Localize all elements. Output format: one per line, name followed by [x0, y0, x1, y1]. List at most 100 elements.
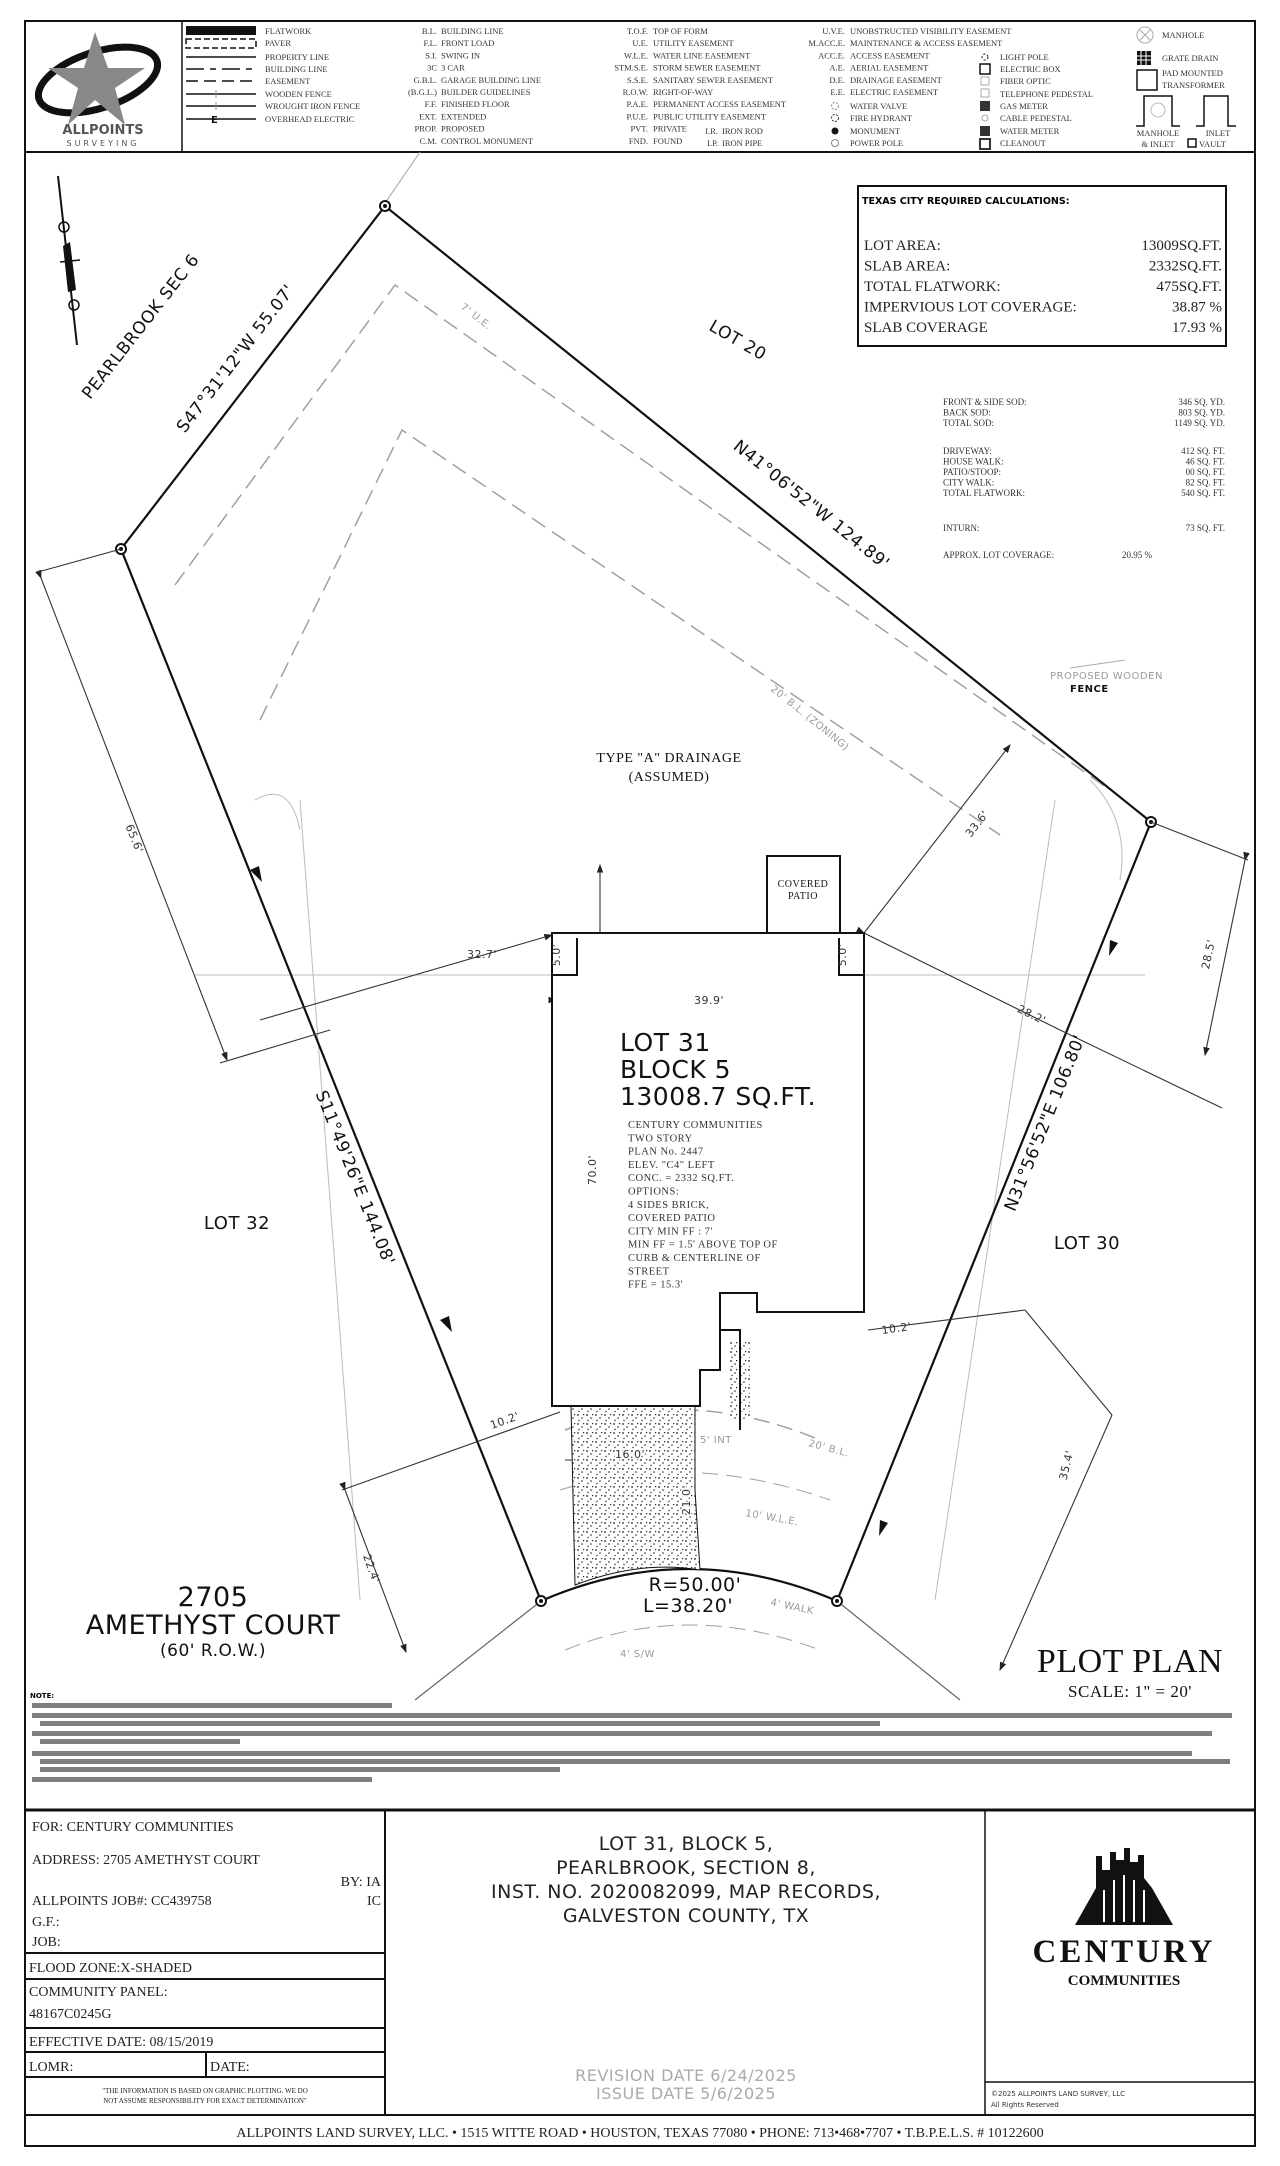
dim-label: 65.6': [123, 822, 146, 855]
qty-label: DRIVEWAY:: [943, 446, 992, 456]
bearing-nw: S47°31'12"W 55.07': [173, 281, 299, 437]
house-footprint: [551, 855, 865, 1430]
legend-label: FLATWORK: [265, 26, 312, 36]
legend-symbols-a: WATER VALVE FIRE HYDRANT MONUMENT POWER …: [831, 101, 913, 148]
legend-abbr: W.L.E.: [624, 50, 648, 60]
legend-abbr: PROP.: [415, 124, 437, 134]
legend-abbr-text: STORM SEWER EASEMENT: [653, 63, 761, 73]
patio-label: COVERED: [778, 879, 829, 890]
calc-value: 38.87 %: [1172, 300, 1222, 316]
svg-text:& INLET: & INLET: [1141, 139, 1175, 149]
community-panel-label: COMMUNITY PANEL:: [29, 1985, 168, 2000]
lot-area-label: 13008.7 SQ.FT.: [620, 1082, 816, 1111]
svg-text:PEARLBROOK, SECTION 8,: PEARLBROOK, SECTION 8,: [556, 1857, 816, 1879]
fire-hydrant-icon: [831, 114, 839, 122]
qty-label: FRONT & SIDE SOD:: [943, 397, 1027, 407]
svg-text:E: E: [211, 115, 218, 126]
qty-label: HOUSE WALK:: [943, 457, 1004, 467]
lomr-date-field: DATE:: [210, 2060, 250, 2075]
legend-abbr: S.S.E.: [627, 75, 648, 85]
checked-by-field: IC: [367, 1894, 381, 1909]
monument-icon: [831, 127, 839, 135]
qty-label: TOTAL SOD:: [943, 418, 994, 428]
legend-abbreviations-c: U.V.E.UNOBSTRUCTED VISIBILITY EASEMENTM.…: [808, 26, 1012, 97]
dim-label: 32.7': [467, 948, 497, 961]
calc-label: TOTAL FLATWORK:: [864, 279, 1001, 295]
svg-text:GRATE DRAIN: GRATE DRAIN: [1162, 53, 1218, 63]
cleanout-icon: [979, 138, 991, 150]
house-note: CITY MIN FF : 7': [628, 1226, 713, 1237]
sidewalk-label: 4' S/W: [620, 1649, 655, 1660]
legend-abbr: M.ACC.E.: [808, 38, 845, 48]
dim-label: 5.0': [550, 944, 563, 967]
century-communities-logo: CENTURY COMMUNITIES: [1032, 1848, 1213, 1989]
water-meter-icon: [980, 126, 990, 136]
svg-text:INLET: INLET: [1206, 128, 1231, 138]
legend-abbr: A.E.: [829, 63, 845, 73]
svg-text:POWER POLE: POWER POLE: [850, 138, 903, 148]
legend-abbr: B.L.: [422, 26, 437, 36]
qty-label: INTURN:: [943, 523, 980, 533]
svg-text:TRANSFORMER: TRANSFORMER: [1162, 80, 1225, 90]
svg-text:COMMUNITIES: COMMUNITIES: [1068, 1973, 1181, 1989]
street-number: 2705: [178, 1582, 249, 1613]
legend-label: WOODEN FENCE: [265, 89, 332, 99]
adjacent-subdivision-label: PEARLBROOK SEC 6: [78, 251, 204, 404]
legend-abbr-text: EXTENDED: [441, 111, 486, 121]
dim-label: 21.0': [680, 1485, 693, 1515]
disclaimer: "THE INFORMATION IS BASED ON GRAPHIC PLO…: [102, 2087, 308, 2095]
legend-abbr: U.E.: [632, 38, 648, 48]
street-row: (60' R.O.W.): [160, 1641, 266, 1661]
legend-abbr-text: FINISHED FLOOR: [441, 99, 510, 109]
driveway: [570, 1405, 701, 1586]
dim-label: 10.2': [881, 1320, 913, 1337]
house-note: CONC. = 2332 SQ.FT.: [628, 1173, 734, 1184]
calc-value: 13009SQ.FT.: [1141, 238, 1222, 254]
int-label: 5' INT: [700, 1435, 732, 1446]
svg-text:VAULT: VAULT: [1199, 139, 1227, 149]
legend-abbr-text: PUBLIC UTILITY EASEMENT: [653, 111, 767, 121]
grate-drain-icon: [1137, 51, 1151, 65]
dim-label: 35.4': [1057, 1449, 1077, 1481]
legend-abbr: F.F.: [425, 99, 437, 109]
legend-abbr: D.E.: [829, 75, 845, 85]
bearing-west: S11°49'26"E 144.08': [311, 1088, 399, 1269]
curve-length: L=38.20': [643, 1595, 733, 1617]
bearing-east: N31°56'52"E 106.80': [1001, 1032, 1090, 1214]
legend-iron: I.R.IRON ROD I.P.IRON PIPE: [705, 126, 763, 148]
patio-label-2: PATIO: [788, 891, 818, 902]
svg-text:WATER METER: WATER METER: [1000, 126, 1060, 136]
legend-label: OVERHEAD ELECTRIC: [265, 114, 355, 124]
svg-text:LIGHT POLE: LIGHT POLE: [1000, 52, 1049, 62]
qty-label: BACK SOD:: [943, 408, 991, 418]
gf-field: G.F.:: [32, 1915, 60, 1930]
legend-abbr: R.O.W.: [623, 87, 648, 97]
qty-value: 1149 SQ. YD.: [1174, 418, 1225, 428]
logo-subtitle: SURVEYING: [66, 139, 139, 148]
qty-value: 540 SQ. FT.: [1181, 488, 1225, 498]
legend-abbr-text: PROPOSED: [441, 124, 484, 134]
house-note: PLAN No. 2447: [628, 1147, 704, 1158]
building-line-label: 20' B.L. (ZONING): [768, 684, 851, 754]
dim-label: 5.0': [836, 944, 849, 967]
transformer-icon: [1136, 69, 1158, 91]
svg-text:PAD MOUNTED: PAD MOUNTED: [1162, 68, 1223, 78]
flood-zone-field: FLOOD ZONE:X-SHADED: [29, 1961, 192, 1976]
legend-abbr: EXT.: [419, 111, 437, 121]
light-pole-icon: [981, 53, 989, 61]
front-bl-label: 20' B.L.: [807, 1438, 850, 1459]
legend-abbr-text: UTILITY EASEMENT: [653, 38, 734, 48]
legend-symbols-b: LIGHT POLE ELECTRIC BOX FIBER OPTIC TELE…: [979, 52, 1093, 150]
legend-abbr: PVT.: [630, 124, 648, 134]
drainage-label: TYPE "A" DRAINAGE: [596, 751, 741, 766]
dim-label: 70.0': [586, 1155, 599, 1185]
allpoints-logo: ALLPOINTS SURVEYING: [34, 21, 183, 152]
house-note: ELEV. "C4" LEFT: [628, 1160, 715, 1171]
house-note: MIN FF = 1.5' ABOVE TOP OF: [628, 1240, 778, 1251]
company-footer: ALLPOINTS LAND SURVEY, LLC. • 1515 WITTE…: [236, 2126, 1043, 2141]
legend-line-types: E: [185, 26, 257, 126]
legend-abbr: T.O.F.: [627, 26, 648, 36]
title-block: [25, 1808, 1255, 2116]
